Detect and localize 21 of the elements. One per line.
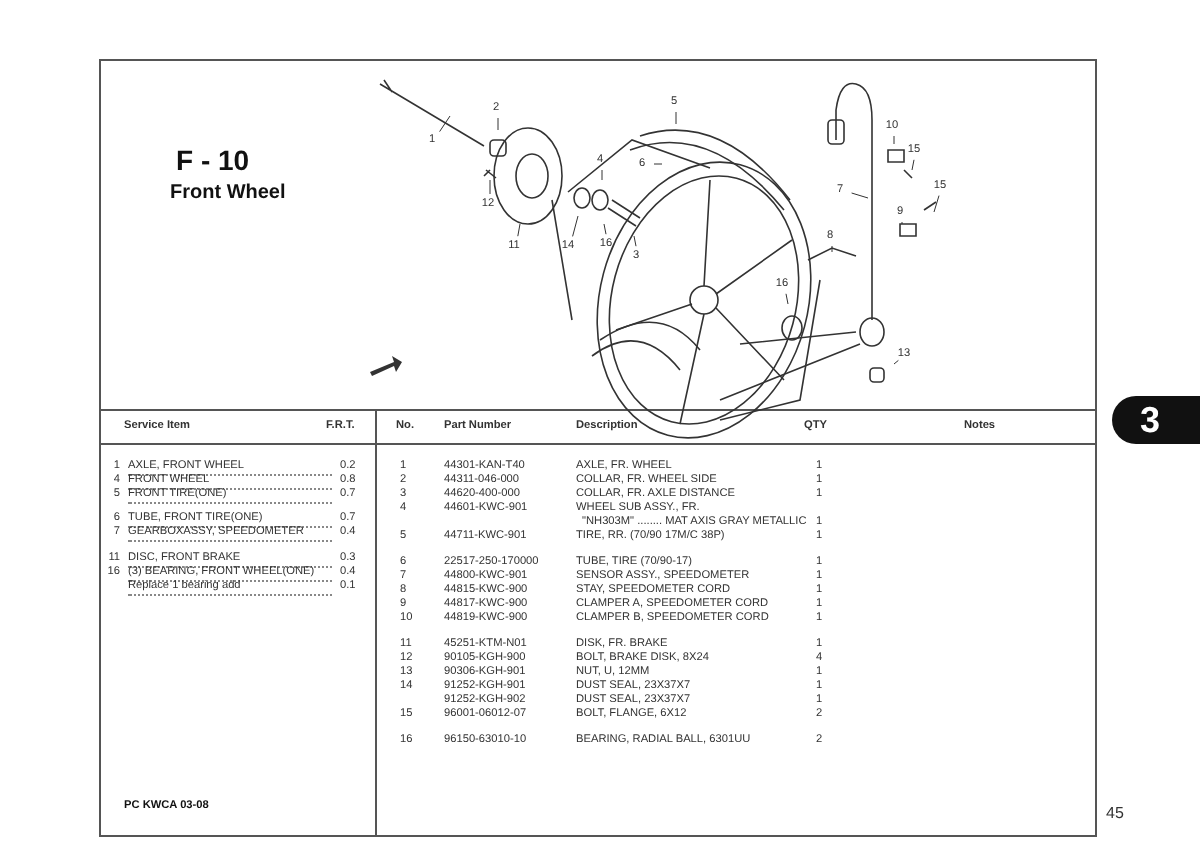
leader-line [603, 223, 607, 235]
leader-line [439, 115, 451, 133]
figure-title: F - 10 [176, 144, 250, 176]
leader-line [497, 117, 499, 131]
leader-line [831, 245, 833, 253]
section-title: Front Wheel [170, 182, 286, 206]
leader-line [601, 169, 603, 181]
leader-line [893, 359, 899, 365]
leader-line [489, 179, 491, 195]
leader-line [653, 163, 663, 165]
leader-line [633, 235, 637, 247]
chapter-tab: 3 [1112, 396, 1200, 444]
leader-line [911, 159, 915, 171]
leader-line [675, 111, 677, 125]
leader-line [517, 223, 521, 237]
leader-line [785, 293, 789, 305]
leader-line [572, 215, 579, 237]
leader-line [893, 135, 895, 145]
leader-line [933, 195, 940, 213]
leader-line [851, 192, 869, 199]
page-number: 45 [1106, 804, 1124, 822]
